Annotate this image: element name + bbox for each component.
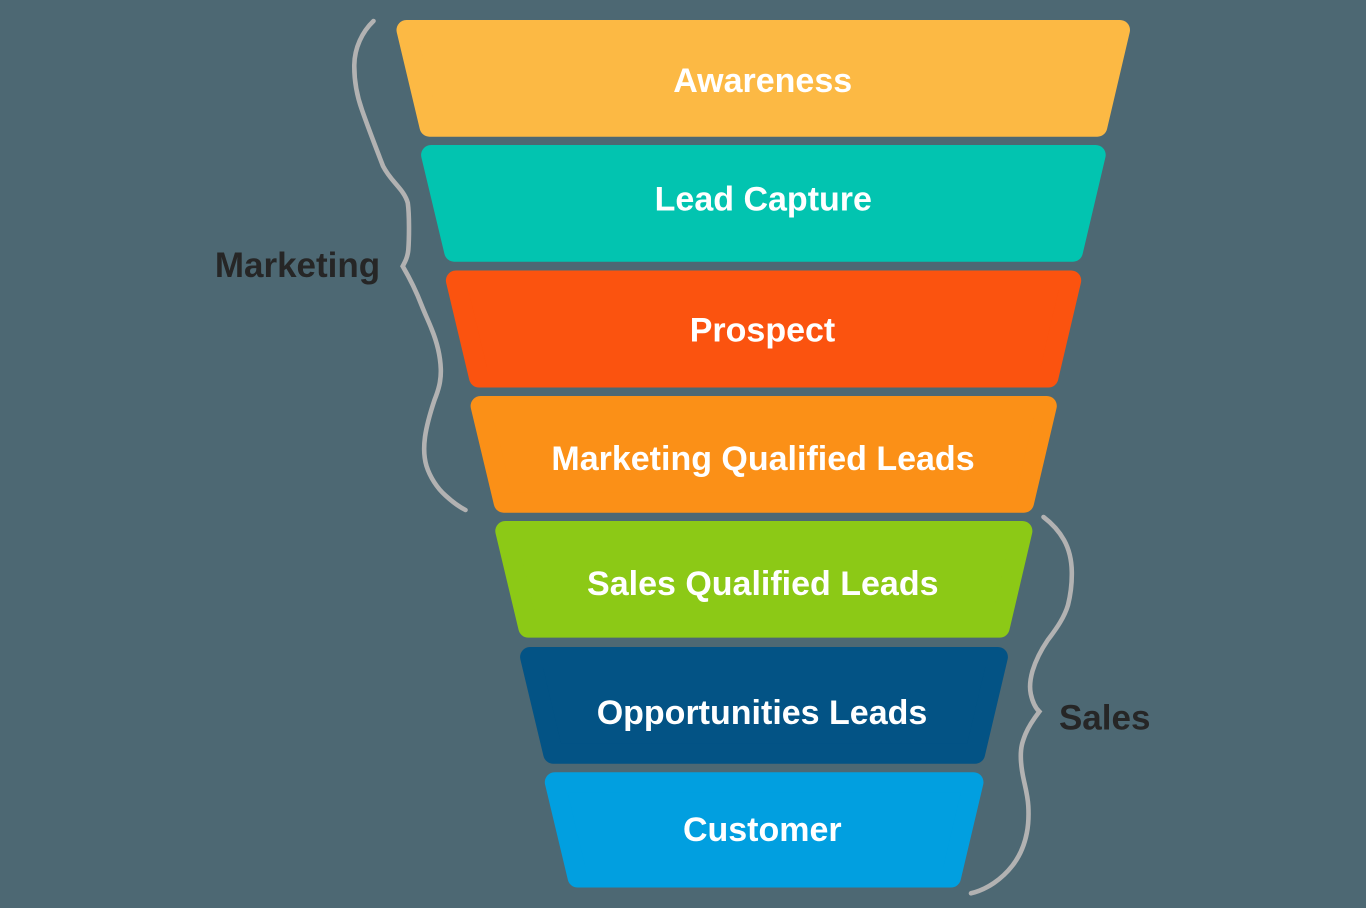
svg-text:Customer: Customer — [683, 811, 842, 849]
svg-text:Sales: Sales — [1059, 698, 1150, 737]
svg-text:Awareness: Awareness — [673, 62, 852, 100]
svg-text:Lead Capture: Lead Capture — [655, 181, 872, 219]
svg-text:Marketing Qualified Leads: Marketing Qualified Leads — [551, 440, 974, 478]
svg-text:Marketing: Marketing — [215, 246, 380, 285]
svg-text:Opportunities Leads: Opportunities Leads — [597, 694, 928, 732]
svg-text:Sales Qualified Leads: Sales Qualified Leads — [587, 565, 938, 603]
svg-text:Prospect: Prospect — [690, 311, 836, 349]
